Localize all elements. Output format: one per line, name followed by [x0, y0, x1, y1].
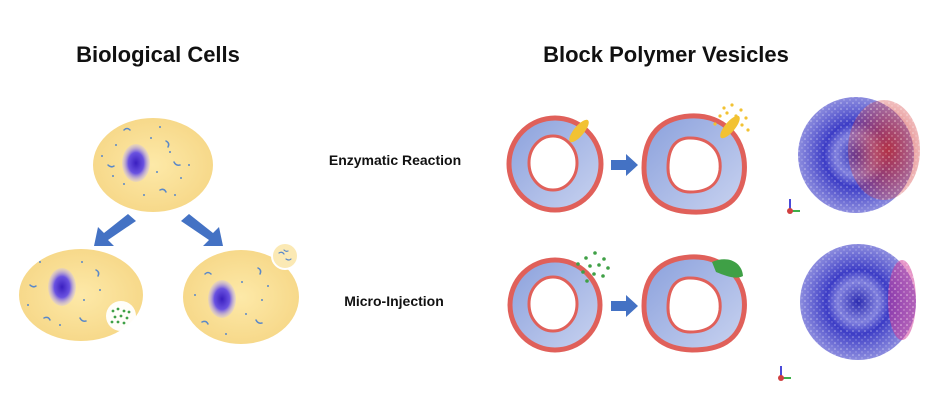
vesicle-row2-after	[641, 254, 747, 353]
enzymatic-reaction-label: Enzymatic Reaction	[329, 152, 461, 168]
arrow-right-row2	[611, 295, 638, 317]
simulation-snapshot-row1	[798, 97, 920, 213]
enzyme-icon	[569, 119, 589, 143]
axes-icon	[787, 199, 800, 214]
simulation-snapshot-row2	[800, 244, 916, 360]
top-cell	[93, 118, 213, 212]
injected-region	[712, 259, 743, 278]
enzyme-icon	[720, 115, 740, 139]
vesicle-row1-before	[506, 115, 604, 213]
vesicle-row1-after	[641, 103, 750, 215]
division-arrows	[94, 214, 223, 246]
top-cell-nucleus	[122, 144, 150, 182]
arrow-down-left	[94, 214, 136, 246]
micro-injection-label: Micro-Injection	[344, 293, 444, 309]
arrow-down-right	[181, 214, 223, 246]
bottom-right-cell	[183, 242, 299, 344]
axes-icon	[778, 366, 791, 381]
bottom-left-cell	[19, 249, 143, 341]
vesicle-row2-before	[507, 251, 610, 353]
arrow-right-row1	[611, 154, 638, 176]
biological-cells-title: Biological Cells	[76, 42, 240, 67]
vesicles-title: Block Polymer Vesicles	[543, 42, 789, 67]
injected-dots	[576, 251, 610, 283]
